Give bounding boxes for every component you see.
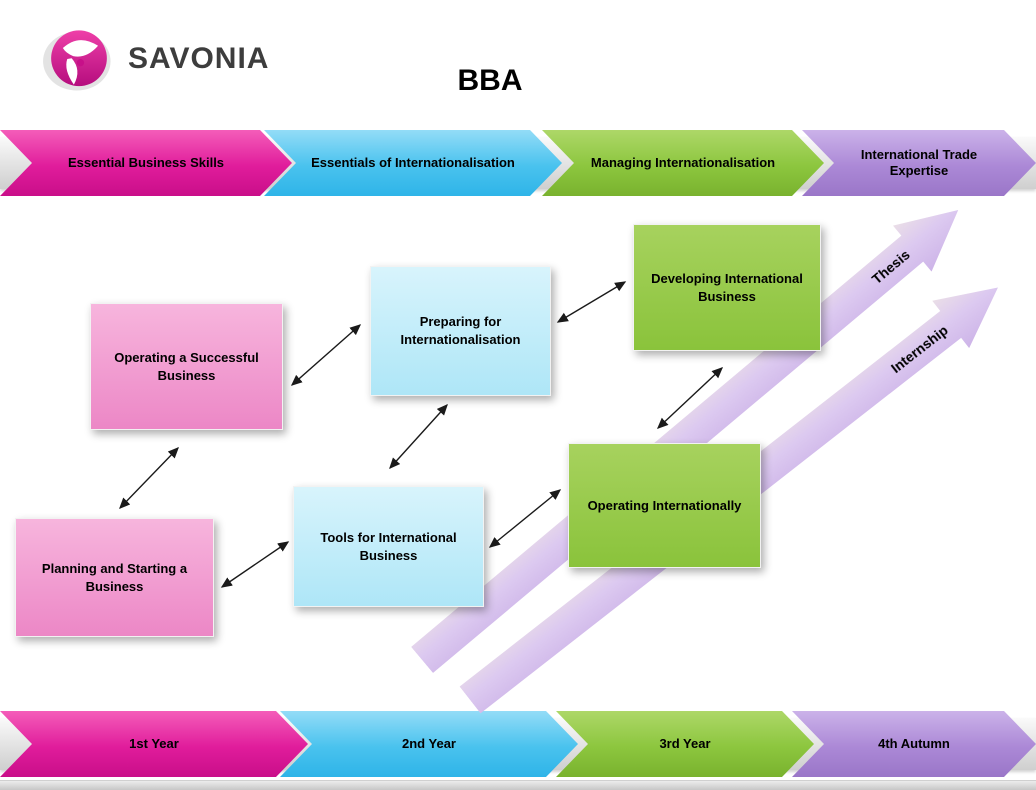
- box-operating-internationally: Operating Internationally: [568, 443, 761, 568]
- banner-label: Managing Internationalisation: [590, 154, 776, 170]
- banner-label: Essentials of Internationalisation: [311, 154, 515, 170]
- top-banner-international-trade-expertise: International Trade Expertise: [802, 130, 1036, 196]
- bottom-banner-4th-autumn: 4th Autumn: [792, 711, 1036, 777]
- box-label: Preparing for Internationalisation: [400, 314, 521, 347]
- box-label: Operating a Successful Business: [114, 349, 259, 383]
- banner-label: 1st Year: [129, 735, 179, 751]
- internship-label: Internship: [887, 321, 951, 377]
- page-title: BBA: [457, 64, 523, 97]
- footer-strip: [0, 780, 1036, 790]
- box-label: Tools for International Business: [320, 529, 457, 563]
- savonia-logo: SAVONIA: [42, 26, 269, 92]
- box-label: Planning and Starting a Business: [41, 560, 188, 594]
- savonia-logo-icon: [43, 30, 111, 91]
- connector-line: [220, 541, 290, 588]
- connector-line: [389, 403, 448, 470]
- box-developing-international-business: Developing International Business: [633, 224, 821, 351]
- box-tools-for-international-business: Tools for International Business: [293, 486, 484, 607]
- bottom-banner-3rd-year: 3rd Year: [556, 711, 814, 777]
- connector-line: [290, 324, 362, 386]
- top-banner-essentials-of-internationalisation: Essentials of Internationalisation: [264, 130, 562, 196]
- box-planning-and-starting-a-business: Planning and Starting a Business: [15, 518, 214, 637]
- banner-label: Essential Business Skills: [67, 154, 225, 170]
- banner-label: 2nd Year: [402, 735, 456, 751]
- box-preparing-for-internationalisation: Preparing for Internationalisation: [370, 266, 551, 396]
- bottom-banner-1st-year: 1st Year: [0, 711, 308, 777]
- box-operating-a-successful-business: Operating a Successful Business: [90, 303, 283, 430]
- connector-line: [119, 446, 179, 510]
- banner-label: 4th Autumn: [878, 735, 950, 751]
- connector-line: [556, 281, 627, 323]
- box-label: Developing International Business: [651, 270, 803, 304]
- top-banner-managing-internationalisation: Managing Internationalisation: [542, 130, 824, 196]
- banner-label: 3rd Year: [659, 735, 711, 751]
- logo-text: SAVONIA: [128, 42, 270, 75]
- bottom-banner-2nd-year: 2nd Year: [280, 711, 578, 777]
- box-label: Operating Internationally: [587, 497, 742, 513]
- banner-label: International Trade Expertise: [860, 146, 978, 178]
- top-banner-essential-business-skills: Essential Business Skills: [0, 130, 292, 196]
- thesis-label: Thesis: [868, 246, 913, 288]
